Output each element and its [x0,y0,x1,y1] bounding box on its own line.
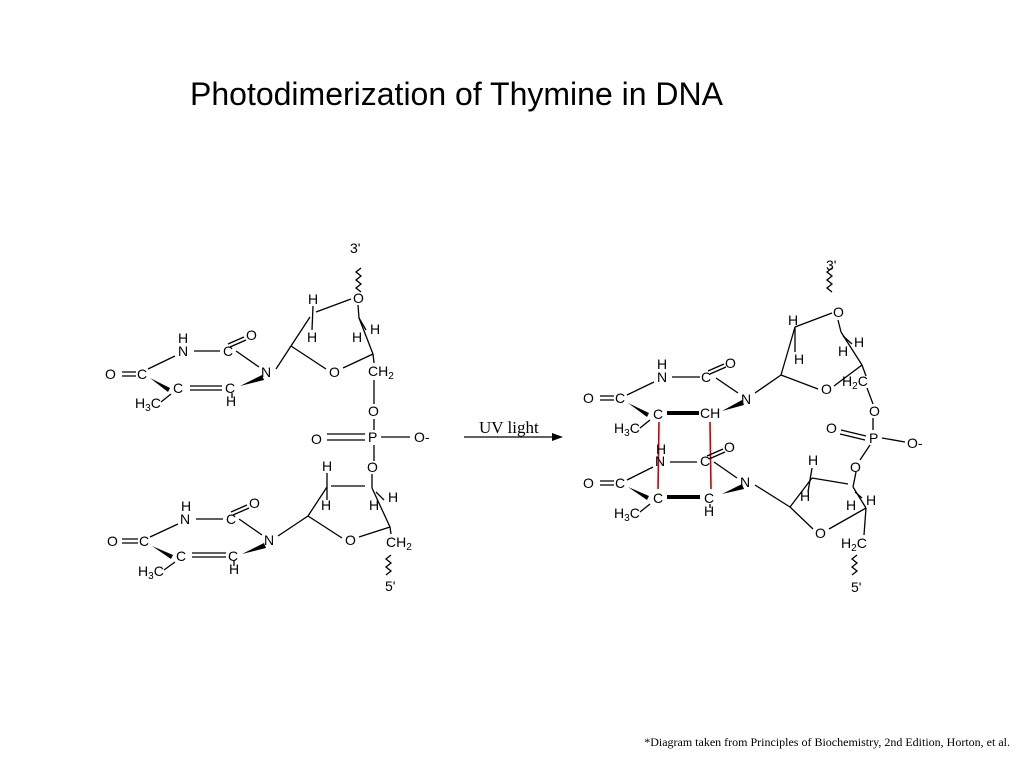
atom-c: C [653,490,663,506]
atom-h3c: H3C [138,563,164,582]
atom-n: N [657,369,667,385]
atom-h: H [794,351,804,367]
atom-h: H [788,312,798,328]
atom-o: O [826,420,837,436]
atom-o: O [583,475,594,491]
atom-o: O [724,439,735,455]
atom-c: C [176,548,186,564]
atom-h: H [321,497,331,513]
atom-c: C [225,380,235,396]
atom-o: O [725,355,736,371]
end-5-label: 5' [385,578,395,594]
atom-o: O [821,381,832,397]
atom-h3c: H3C [614,505,640,524]
reaction-arrow [464,433,563,441]
atom-h: H [352,329,362,345]
atom-h: H [181,498,191,514]
atom-h: H [656,441,666,457]
dimer-lower-nucleotide [600,448,867,576]
atom-c: C [226,511,236,527]
dimer-phosphate-group [839,429,906,461]
atom-c: C [704,490,714,506]
atom-h: H [370,321,380,337]
phosphate-group [327,433,410,461]
atom-h3c: H3C [135,395,161,414]
atom-o: O [850,459,861,475]
atom-c: C [615,475,625,491]
atom-ch2: CH2 [386,534,412,553]
page-title: Photodimerization of Thymine in DNA [190,76,723,112]
reactant-dinucleotide [122,267,410,576]
atom-c: C [653,406,663,422]
atom-n: N [741,391,751,407]
atom-h: H [808,452,818,468]
atom-p: P [368,429,377,445]
atom-c: C [228,548,238,564]
atom-c: C [701,369,711,385]
atom-h: H [229,561,239,577]
atom-c: C [615,390,625,406]
uv-light-label: UV light [479,418,539,437]
atom-c: C [139,533,149,549]
atom-h2c: H2C [841,535,867,554]
atom-o: O [368,403,379,419]
atom-o: O [107,533,118,549]
end-3-label: 3' [350,240,360,256]
atom-h: H [322,458,332,474]
atom-h: H [178,330,188,346]
atom-h: H [704,503,714,519]
atom-o: O [815,525,826,541]
atom-n: N [655,453,665,469]
atom-o: O [105,366,116,382]
atom-n: N [264,532,274,548]
atom-h: H [657,356,667,372]
atom-o: O [249,495,260,511]
atom-o: O [311,431,322,447]
atom-h: H [308,291,318,307]
end-5-label: 5' [851,579,861,595]
atom-o: O [869,403,880,419]
upper-nucleotide [122,267,375,430]
dimer-upper-nucleotide [600,267,874,430]
atom-n: N [178,343,188,359]
atom-ch2: CH2 [368,363,394,382]
atom-ch: CH [700,405,720,421]
atom-c: C [223,343,233,359]
atom-p: P [869,430,878,446]
atom-c: C [700,453,710,469]
atom-n: N [740,474,750,490]
atom-h: H [838,343,848,359]
lower-nucleotide [122,473,393,576]
atom-c: C [137,366,147,382]
atom-h: H [388,489,398,505]
atom-h: H [307,329,317,345]
atom-h: H [369,497,379,513]
source-footnote: *Diagram taken from Principles of Bioche… [644,735,1010,749]
atom-o: O [367,459,378,475]
atom-c: C [173,380,183,396]
atom-o: O [345,532,356,548]
atom-o: O [583,390,594,406]
atom-o: O [353,290,364,306]
atom-o-minus: O- [907,435,923,451]
cyclobutane-ring [657,421,712,490]
atom-h: H [800,488,810,504]
atom-o: O [246,327,257,343]
end-3-label: 3' [826,257,836,273]
atom-n: N [180,511,190,527]
atom-o-minus: O- [414,429,430,445]
atom-h3c: H3C [614,420,640,439]
atom-h: H [854,334,864,350]
atom-o: O [329,364,340,380]
product-thymine-dimer [600,267,906,576]
atom-o: O [833,304,844,320]
atom-h: H [866,492,876,508]
atom-h2c: H2C [842,373,868,392]
atom-h: H [846,497,856,513]
atom-h: H [226,393,236,409]
atom-n: N [261,364,271,380]
